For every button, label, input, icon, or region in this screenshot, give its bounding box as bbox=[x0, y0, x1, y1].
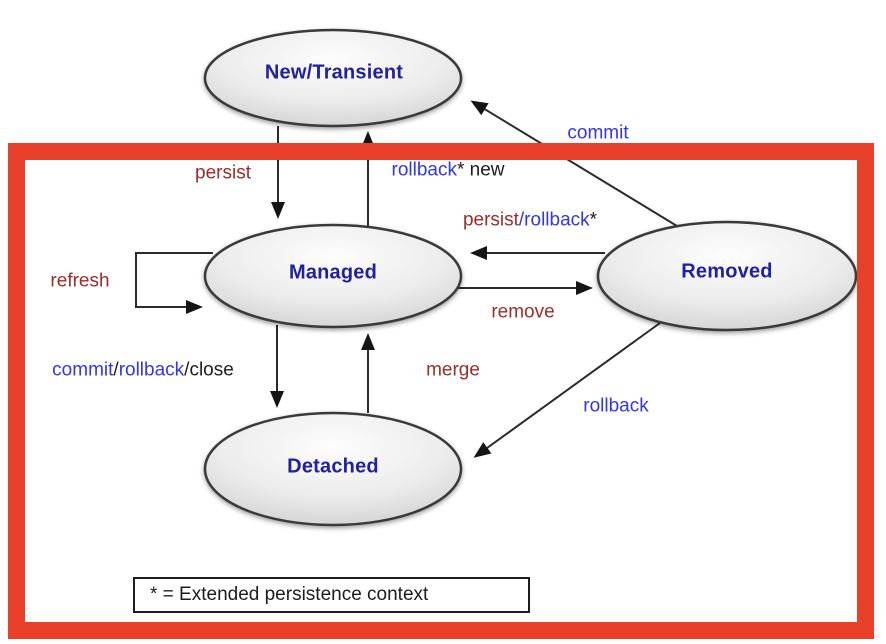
edge-label-text: / bbox=[113, 359, 119, 381]
edge-label-rollback-to-detached: rollback bbox=[583, 397, 648, 416]
state-label-detached: Detached bbox=[287, 455, 379, 478]
arrow-commit bbox=[470, 100, 678, 227]
arrow-refresh-self-loop bbox=[135, 252, 213, 314]
edge-label-persist-rollback: persist/rollback* bbox=[463, 211, 597, 230]
edge-label-remove: remove bbox=[491, 303, 554, 322]
edge-label-text: rollback bbox=[118, 359, 185, 381]
edge-label-text: refresh bbox=[50, 270, 110, 292]
edge-label-text: /close bbox=[184, 359, 234, 381]
edge-label-rollback-new: rollback* new bbox=[391, 161, 504, 180]
edge-label-text: commit bbox=[52, 359, 114, 381]
edge-label-text: merge bbox=[426, 359, 480, 381]
state-label-managed: Managed bbox=[288, 261, 378, 284]
arrow-rollback-to-detached bbox=[473, 322, 661, 458]
legend-box: * = Extended persistence context bbox=[133, 577, 530, 613]
edge-label-text: commit bbox=[567, 122, 629, 144]
edge-label-text: persist bbox=[195, 162, 251, 184]
edge-label-commit-rollback-close: commit/rollback/close bbox=[52, 361, 234, 380]
legend-text: * = Extended persistence context bbox=[150, 584, 429, 605]
state-label-new-transient: New/Transient bbox=[264, 61, 404, 84]
state-ellipse-new-transient bbox=[203, 28, 463, 128]
edge-label-text: * bbox=[589, 209, 598, 231]
edge-label-commit: commit bbox=[567, 124, 628, 143]
state-label-removed: Removed bbox=[681, 260, 773, 283]
edge-label-text: * new bbox=[456, 159, 505, 181]
edge-label-refresh: refresh bbox=[50, 272, 109, 291]
edge-label-merge: merge bbox=[426, 361, 480, 380]
edge-label-text: remove bbox=[491, 301, 555, 323]
edge-label-text: rollback bbox=[583, 395, 649, 417]
edge-label-persist: persist bbox=[195, 164, 251, 183]
state-ellipse-managed bbox=[203, 223, 463, 329]
edge-label-text: /rollback bbox=[518, 209, 590, 231]
state-ellipse-removed bbox=[596, 220, 858, 332]
edge-label-text: rollback bbox=[391, 159, 457, 181]
state-ellipse-detached bbox=[203, 411, 463, 527]
edge-label-text: persist bbox=[462, 209, 519, 231]
